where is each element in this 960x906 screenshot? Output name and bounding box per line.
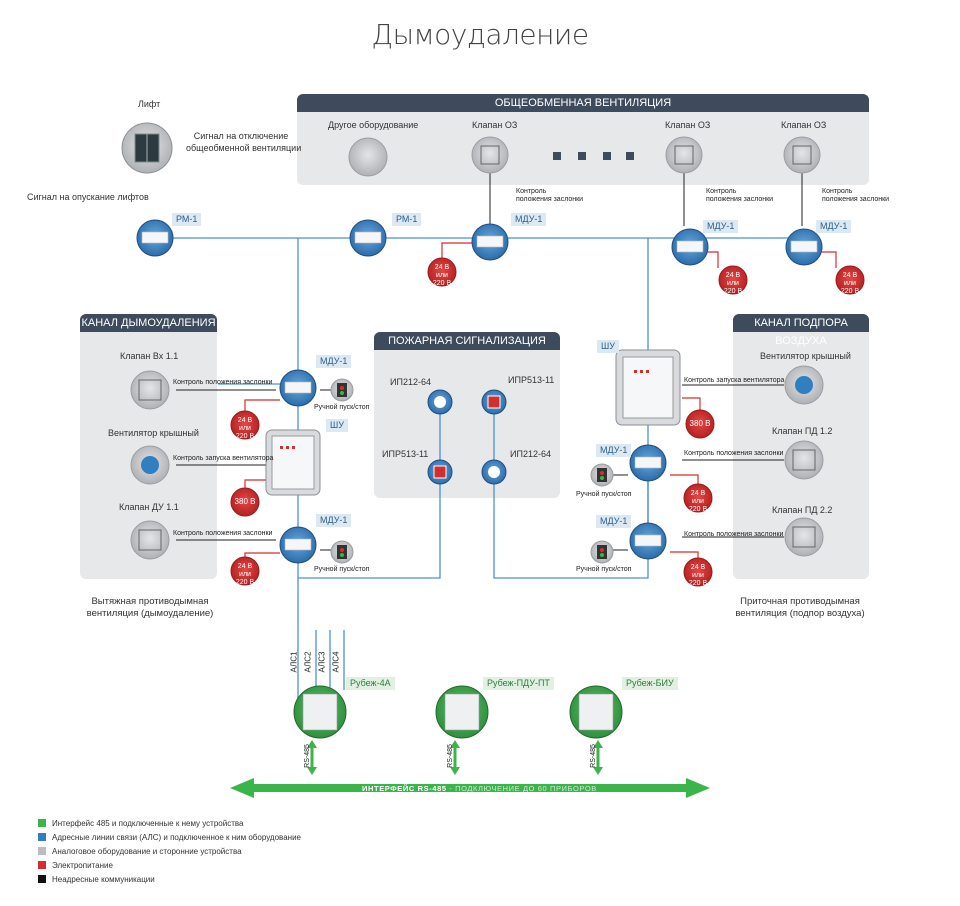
ctrl-valve2-left: Контроль положения заслонки [173, 530, 273, 537]
rs485-label-1: RS-485 [303, 744, 311, 768]
rubezh-pdu-tag: Рубеж-ПДУ-ПТ [483, 677, 554, 690]
fan-roof-left-label: Вентилятор крышный [108, 428, 199, 438]
power-380-left: 380 В [234, 497, 256, 506]
valve-in-label: Клапан Вх 1.1 [120, 351, 179, 361]
ctrl-valve-left: Контроль положения заслонки [173, 379, 273, 386]
valve-oz-3-label: Клапан ОЗ [781, 120, 827, 130]
legend-swatch-red [38, 861, 46, 869]
manual-buttons [330, 378, 614, 564]
rs485-label-2: RS-485 [446, 744, 454, 768]
als4-label: АЛС4 [331, 651, 341, 673]
rubezh-biu-tag: Рубеж-БИУ [622, 677, 678, 690]
legend-row-4: Электропитание [38, 861, 113, 870]
power-circles [230, 257, 865, 587]
other-equipment-label: Другое оборудование [328, 120, 419, 130]
legend-row-3: Аналоговое оборудование и сторонние устр… [38, 847, 242, 856]
ctrl-fan-left: Контроль запуска вентилятора [173, 455, 274, 462]
fire-alarm-panel [374, 332, 560, 498]
signal-off-line2: общеобменной вентиляции [186, 143, 302, 153]
signal-off-line1: Сигнал на отключение [193, 131, 289, 141]
rs485-arrowheads [307, 740, 603, 775]
interface-bus-label: ИНТЕРФЕЙС RS-485 - ПОДКЛЮЧЕНИЕ ДО 60 ПРИ… [362, 784, 597, 793]
power-380-right: 380 В [689, 419, 711, 428]
valve-pd22-label: Клапан ПД 2.2 [772, 505, 833, 515]
legend-swatch-gray [38, 847, 46, 855]
valve-oz-icons [471, 136, 821, 174]
mdu-left-b-tag: МДУ-1 [316, 514, 352, 527]
legend-row-5: Неадресные коммуникации [38, 875, 155, 884]
rs485-lines [310, 745, 600, 770]
mdu-top-1-tag: МДУ-1 [511, 213, 547, 226]
legend-swatch-green [38, 819, 46, 827]
als3-label: АЛС3 [317, 651, 327, 673]
mdu-left-a-tag: МДУ-1 [316, 355, 352, 368]
signal-lift-label: Сигнал на опускание лифтов [27, 192, 149, 202]
als1-label: АЛС1 [289, 651, 299, 673]
page-title: Дымоудаление [371, 18, 589, 51]
valve-du-label: Клапан ДУ 1.1 [119, 502, 179, 512]
shu-cabinets [265, 349, 681, 496]
manual-right-b: Ручной пуск/стоп [576, 566, 632, 573]
als2-label: АЛС2 [303, 651, 313, 673]
ipr513-a-label: ИПР513-11 [508, 375, 555, 385]
mdu-right-b-tag: МДУ-1 [596, 515, 632, 528]
rs485-label-3: RS-485 [589, 744, 597, 768]
general-ventilation-header: ОБЩЕОБМЕННАЯ ВЕНТИЛЯЦИЯ [297, 94, 869, 112]
legend-row-1: Интерфейс 485 и подключенные к нему устр… [38, 819, 243, 828]
valve-oz-2-label: Клапан ОЗ [665, 120, 711, 130]
air-supply-header: КАНАЛ ПОДПОРА ВОЗДУХА [733, 314, 869, 347]
manual-left-b: Ручной пуск/стоп [314, 566, 370, 573]
ipr513-b-label: ИПР513-11 [382, 449, 429, 459]
rm1-b-tag: РМ-1 [392, 213, 422, 226]
valve-oz-1-label: Клапан ОЗ [472, 120, 518, 130]
mdu-top-3-tag: МДУ-1 [816, 220, 852, 233]
rubezh-4a-tag: Рубеж-4А [346, 677, 395, 690]
ellipsis-dots [553, 152, 634, 160]
valve-pd12-label: Клапан ПД 1.2 [772, 426, 833, 436]
other-equipment-icon [348, 137, 388, 177]
fire-alarm-header: ПОЖАРНАЯ СИГНАЛИЗАЦИЯ [374, 332, 560, 350]
legend-swatch-black [38, 875, 46, 883]
smoke-channel-header: КАНАЛ ДЫМОУДАЛЕНИЯ [80, 314, 217, 332]
rs485-bus-arrow [230, 778, 710, 798]
rm1-a-tag: РМ-1 [172, 213, 202, 226]
mdu-right-a-tag: МДУ-1 [596, 444, 632, 457]
als-lines [155, 237, 804, 700]
ctrl-fan-right: Контроль запуска вентилятора [684, 377, 785, 384]
fan-roof-right-label: Вентилятор крышный [760, 351, 851, 361]
legend-row-2: Адресные линии связи (АЛС) и подключенно… [38, 833, 301, 842]
shu-left-tag: ШУ [326, 419, 348, 432]
lift-icon [121, 122, 173, 174]
lift-label: Лифт [138, 99, 161, 109]
non-address-lines [176, 170, 803, 551]
ip212-a-label: ИП212-64 [390, 377, 431, 387]
manual-left-a: Ручной пуск/стоп [314, 404, 370, 411]
manual-right-a: Ручной пуск/стоп [576, 491, 632, 498]
signal-off-label: Сигнал на отключение общеобменной вентил… [186, 130, 301, 154]
ip212-b-label: ИП212-64 [510, 449, 551, 459]
ctrl-valve2-right: Контроль положения заслонки [684, 531, 784, 538]
shu-right-tag: ШУ [597, 340, 619, 353]
ctrl-valve-right: Контроль положения заслонки [684, 450, 784, 457]
mdu-top-2-tag: МДУ-1 [703, 220, 739, 233]
legend-swatch-blue [38, 833, 46, 841]
